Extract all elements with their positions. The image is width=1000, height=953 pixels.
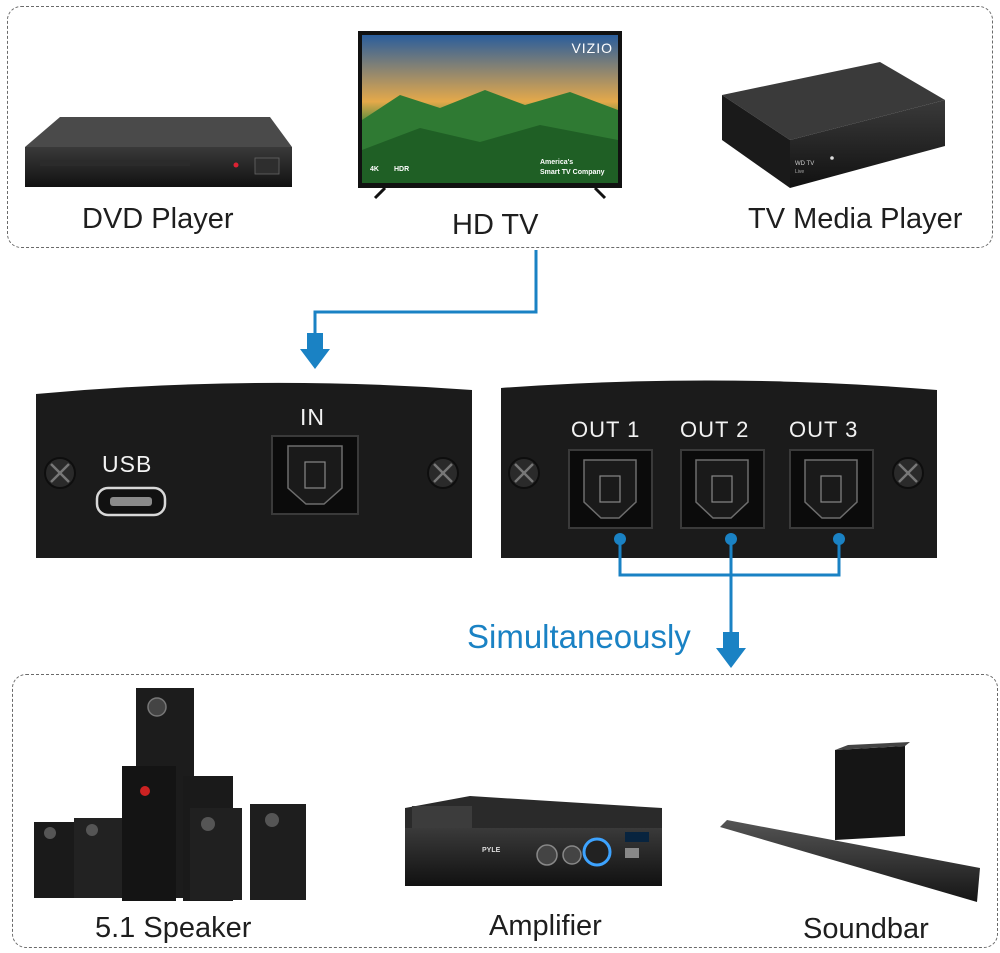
output-label-soundbar: Soundbar	[803, 913, 929, 945]
speaker-system-image	[34, 688, 306, 901]
optical-port-out-2	[680, 449, 765, 529]
sources-group-box	[7, 6, 993, 248]
out-2-label: OUT 2	[680, 417, 750, 442]
output-panel-details	[501, 380, 937, 558]
input-connector	[300, 250, 538, 399]
soundbar-image	[720, 742, 980, 902]
media-brand-text: WD TV	[795, 161, 814, 167]
amplifier-image: PYLE	[405, 796, 662, 886]
tv-4k-badge: 4K	[370, 166, 379, 173]
optical-port-out-1	[568, 449, 653, 529]
outputs-group-box	[12, 674, 998, 948]
media-player-image: WD TV Live	[722, 62, 945, 188]
hd-tv-image: VIZIO 4K HDR America's Smart TV Company	[358, 31, 622, 200]
out-3-label: OUT 3	[789, 417, 859, 442]
output-label-5-1-speaker: 5.1 Speaker	[95, 912, 252, 944]
input-panel-details	[36, 382, 472, 558]
tv-tagline-1: America's	[540, 159, 573, 166]
source-label-dvd-player: DVD Player	[82, 203, 234, 235]
usb-port-label: USB	[102, 451, 153, 477]
dvd-player-image	[25, 117, 292, 187]
source-label-tv-media-player: TV Media Player	[748, 203, 963, 235]
optical-port-out-3	[789, 449, 874, 529]
output-label-amplifier: Amplifier	[489, 910, 602, 942]
source-label-hd-tv: HD TV	[452, 209, 539, 241]
media-sub-text: Live	[795, 169, 804, 175]
in-port-label: IN	[300, 404, 325, 430]
output-connector	[614, 533, 845, 668]
amp-brand-text: PYLE	[482, 847, 501, 854]
tv-brand-text: VIZIO	[571, 40, 613, 56]
tv-hdr-badge: HDR	[394, 166, 409, 173]
tv-tagline-2: Smart TV Company	[540, 169, 605, 176]
simultaneously-caption: Simultaneously	[467, 618, 691, 655]
out-1-label: OUT 1	[571, 417, 641, 442]
